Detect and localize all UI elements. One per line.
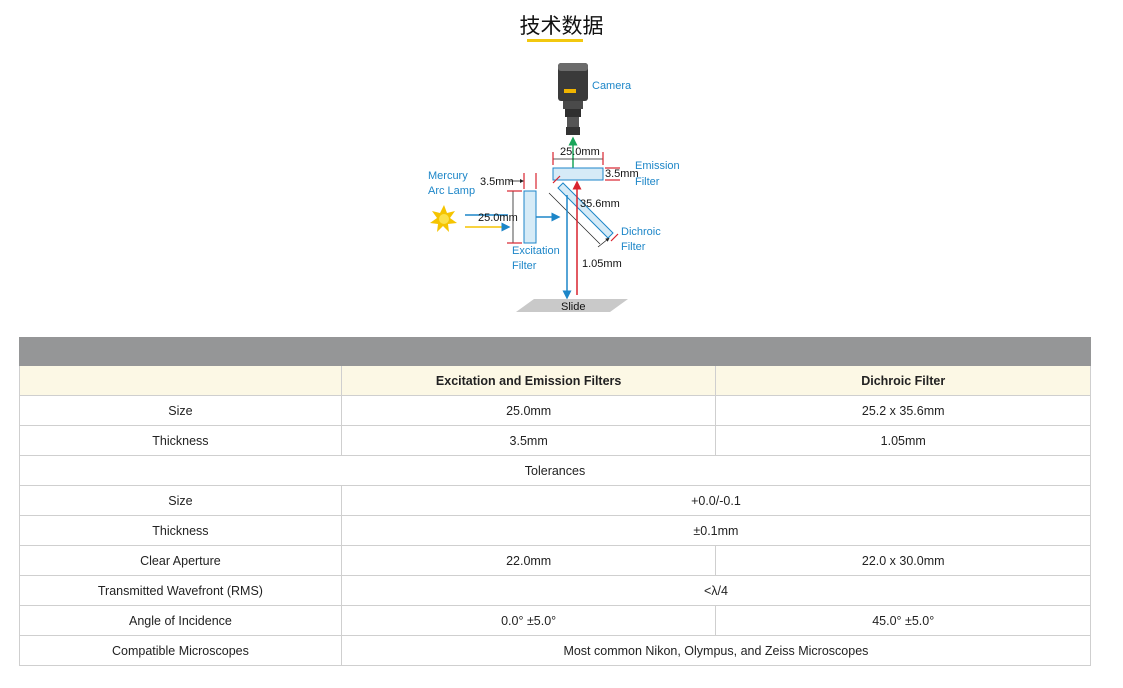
table-row: Size +0.0/-0.1 [19,485,1092,516]
table-header-bar [19,337,1091,366]
cell-value: <λ/4 [340,575,1092,606]
table-row: Thickness 3.5mm 1.05mm [19,425,1091,456]
cell-value: +0.0/-0.1 [340,485,1092,516]
filter-diagram: Camera 25.0mm 3.5mm Emission Filter 35.6… [428,63,680,313]
dichroic-filter-label-2: Filter [621,241,646,253]
dichroic-length-label: 35.6mm [580,198,620,210]
page-title: 技术数据 [519,14,604,38]
excitation-filter-label-2: Filter [512,260,537,272]
table-row: Thickness ±0.1mm [19,515,1092,546]
slide-label: Slide [561,301,585,313]
table-column-headers: Excitation and Emission Filters Dichroic… [19,365,1091,396]
row-label: Clear Aperture [19,545,342,576]
slide-shape [516,299,628,312]
row-label: Size [19,485,342,516]
table-row: Clear Aperture 22.0mm 22.0 x 30.0mm [19,545,1091,576]
table-section-row: Tolerances [19,455,1091,486]
cell-value: ±0.1mm [340,515,1092,546]
table-row: Size 25.0mm 25.2 x 35.6mm [19,395,1091,426]
row-label: Size [19,395,342,426]
title-underline [527,39,583,42]
section-label: Tolerances [19,455,1091,486]
cell-value: 45.0° ±5.0° [715,605,1091,636]
camera-label: Camera [592,80,632,92]
emission-filter-shape [552,167,604,181]
cell-value: 3.5mm [340,425,717,456]
dichroic-filter-label-1: Dichroic [621,226,661,238]
mercury-lamp-label-1: Mercury [428,170,468,182]
emission-thickness-label: 3.5mm [605,168,639,180]
row-label: Angle of Incidence [19,605,342,636]
emission-filter-label-1: Emission [635,160,680,172]
emission-filter-label-2: Filter [635,176,660,188]
row-label: Compatible Microscopes [19,635,342,666]
cell-value: 22.0mm [340,545,717,576]
column-header: Dichroic Filter [715,365,1091,396]
mercury-lamp-label-2: Arc Lamp [428,185,475,197]
lamp-icon [430,205,457,232]
spec-table: Excitation and Emission Filters Dichroic… [19,337,1092,666]
column-header: Excitation and Emission Filters [340,365,717,396]
row-label: Transmitted Wavefront (RMS) [19,575,342,606]
table-row: Compatible Microscopes Most common Nikon… [19,635,1092,666]
cell-value: 1.05mm [715,425,1091,456]
table-row: Angle of Incidence 0.0° ±5.0° 45.0° ±5.0… [19,605,1091,636]
emission-width-label: 25.0mm [560,146,600,158]
cell-value: 0.0° ±5.0° [340,605,717,636]
excitation-width-label: 25.0mm [478,212,518,224]
camera-icon [558,63,588,135]
row-label: Thickness [19,425,342,456]
table-row: Transmitted Wavefront (RMS) <λ/4 [19,575,1092,606]
cell-value: 22.0 x 30.0mm [715,545,1091,576]
excitation-filter-shape [523,190,537,244]
dichroic-thickness-label: 1.05mm [582,258,622,270]
cell-value: Most common Nikon, Olympus, and Zeiss Mi… [340,635,1092,666]
cell-value: 25.2 x 35.6mm [715,395,1091,426]
cell-value: 25.0mm [340,395,717,426]
dichroic-filter-shape [548,175,619,245]
excitation-filter-label-1: Excitation [512,245,560,257]
excitation-thickness-label: 3.5mm [480,176,514,188]
column-header [19,365,342,396]
row-label: Thickness [19,515,342,546]
